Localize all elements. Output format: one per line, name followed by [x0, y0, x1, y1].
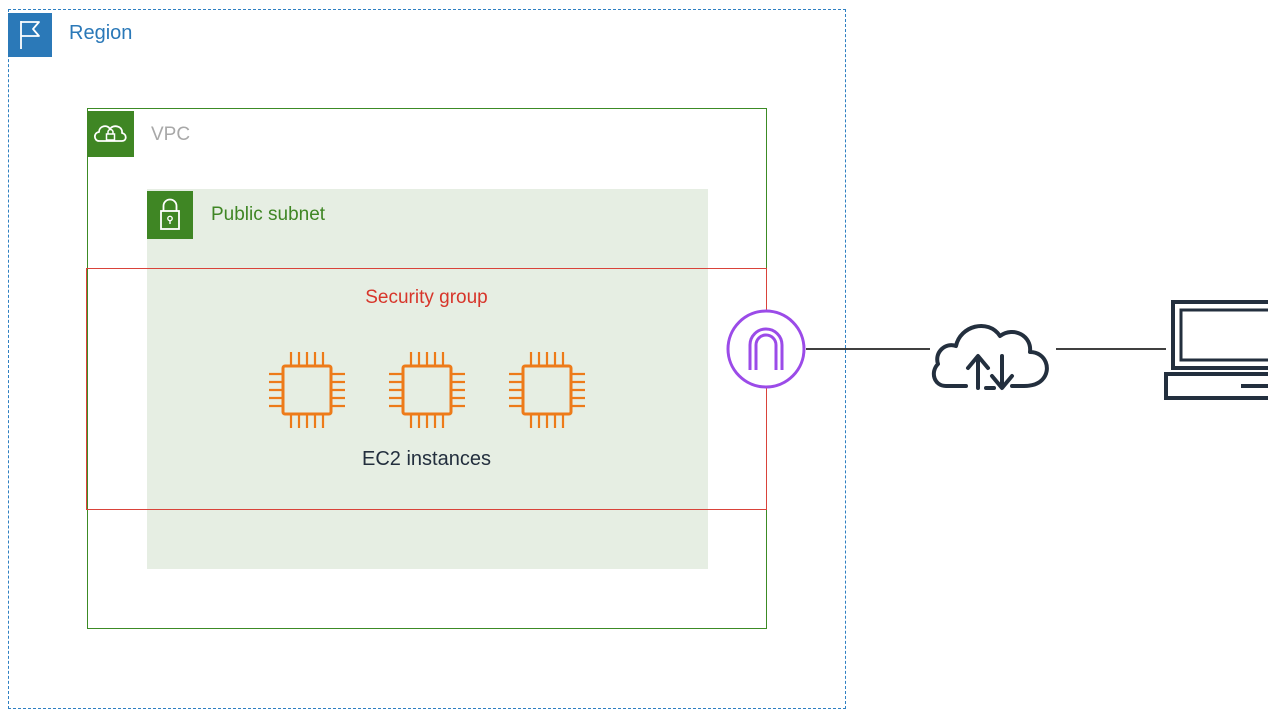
cloud-lock-icon	[87, 111, 134, 157]
internet-gateway-icon	[725, 308, 807, 390]
ec2-chip-icon	[264, 347, 350, 433]
ec2-chip-icon	[384, 347, 470, 433]
flag-icon	[8, 13, 52, 57]
public-subnet-label: Public subnet	[211, 204, 326, 225]
region-label: Region	[69, 22, 133, 44]
laptop-icon	[1163, 298, 1268, 402]
padlock-icon	[147, 191, 193, 239]
ec2-chip-icon	[504, 347, 590, 433]
security-group-label: Security group	[365, 287, 488, 308]
security-group-boundary	[86, 268, 767, 510]
vpc-label: VPC	[151, 124, 191, 145]
ec2-instances-label: EC2 instances	[362, 448, 491, 470]
public-subnet-area	[147, 189, 708, 569]
cloud-upload-download-icon	[928, 306, 1056, 396]
